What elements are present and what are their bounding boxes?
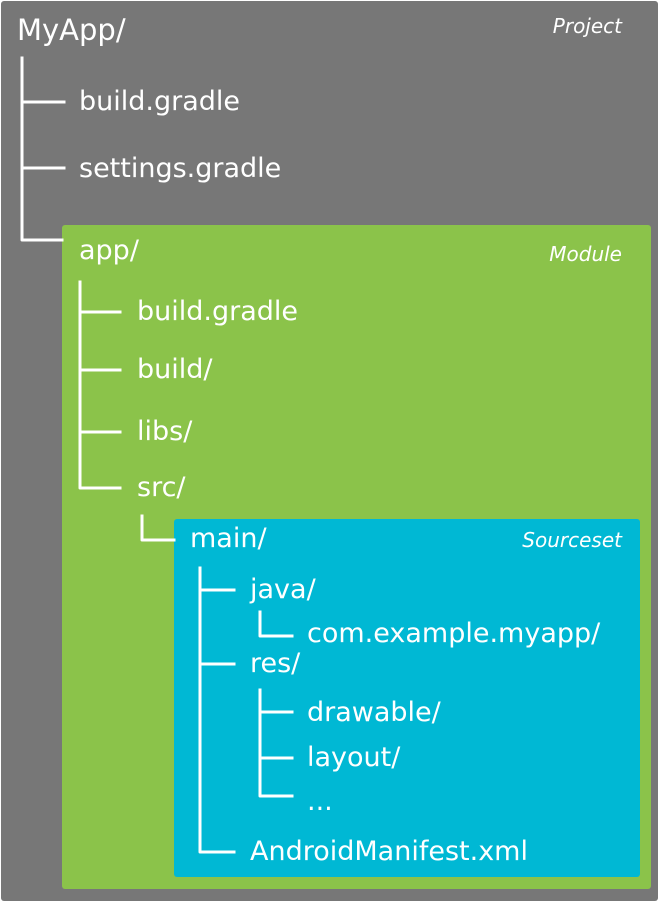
sourceset-tag: Sourceset bbox=[522, 528, 622, 552]
module-item-build: build/ bbox=[137, 354, 213, 385]
module-root-label: app/ bbox=[79, 235, 139, 266]
project-tag: Project bbox=[552, 14, 622, 38]
project-item-build-gradle: build.gradle bbox=[79, 86, 241, 117]
sourceset-item-ellipsis: ... bbox=[307, 786, 333, 817]
sourceset-item-java: java/ bbox=[250, 574, 316, 605]
module-item-src: src/ bbox=[137, 472, 186, 503]
module-item-build-gradle: build.gradle bbox=[137, 296, 299, 327]
module-tag: Module bbox=[549, 242, 622, 266]
sourceset-root-label: main/ bbox=[190, 523, 267, 554]
module-item-libs: libs/ bbox=[137, 416, 193, 447]
sourceset-item-manifest: AndroidManifest.xml bbox=[250, 836, 528, 867]
sourceset-item-layout: layout/ bbox=[307, 742, 401, 773]
sourceset-item-java-package: com.example.myapp/ bbox=[307, 618, 601, 649]
project-item-settings-gradle: settings.gradle bbox=[79, 153, 282, 184]
project-root-label: MyApp/ bbox=[17, 13, 126, 47]
sourceset-box bbox=[174, 519, 640, 877]
sourceset-item-res: res/ bbox=[250, 648, 301, 679]
sourceset-item-drawable: drawable/ bbox=[307, 697, 441, 728]
